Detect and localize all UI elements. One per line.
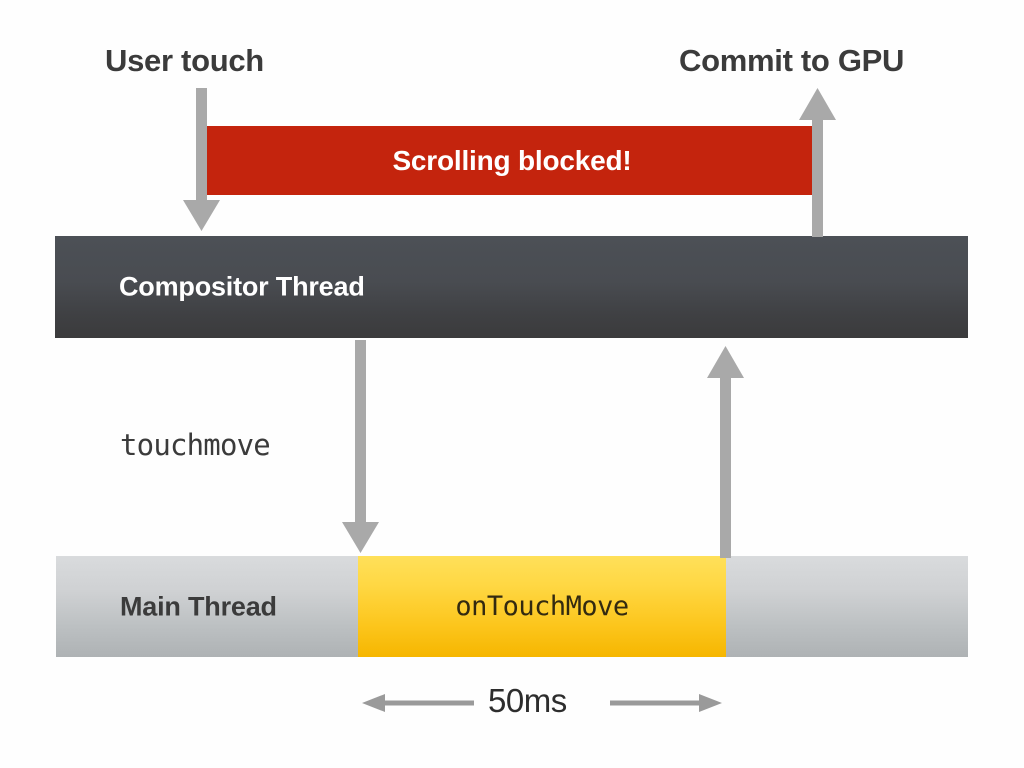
scrolling-blocked-bar: Scrolling blocked! [206,126,818,195]
ontouchmove-task-block: onTouchMove [358,556,726,657]
touchmove-dispatch-arrow-icon [342,340,379,553]
compositor-thread-lane: Compositor Thread [55,236,968,338]
main-to-compositor-arrow-icon [707,346,744,558]
touchmove-event-label: touchmove [120,428,271,462]
scrolling-blocked-label: Scrolling blocked! [392,144,632,176]
ontouchmove-task-label: onTouchMove [455,591,629,622]
compositor-thread-label: Compositor Thread [119,271,365,302]
main-thread-lane: Main Thread onTouchMove [56,556,968,657]
user-touch-label: User touch [105,43,264,78]
duration-label: 50ms [488,682,567,719]
main-thread-label: Main Thread [120,591,277,621]
commit-to-gpu-label: Commit to GPU [679,43,905,78]
